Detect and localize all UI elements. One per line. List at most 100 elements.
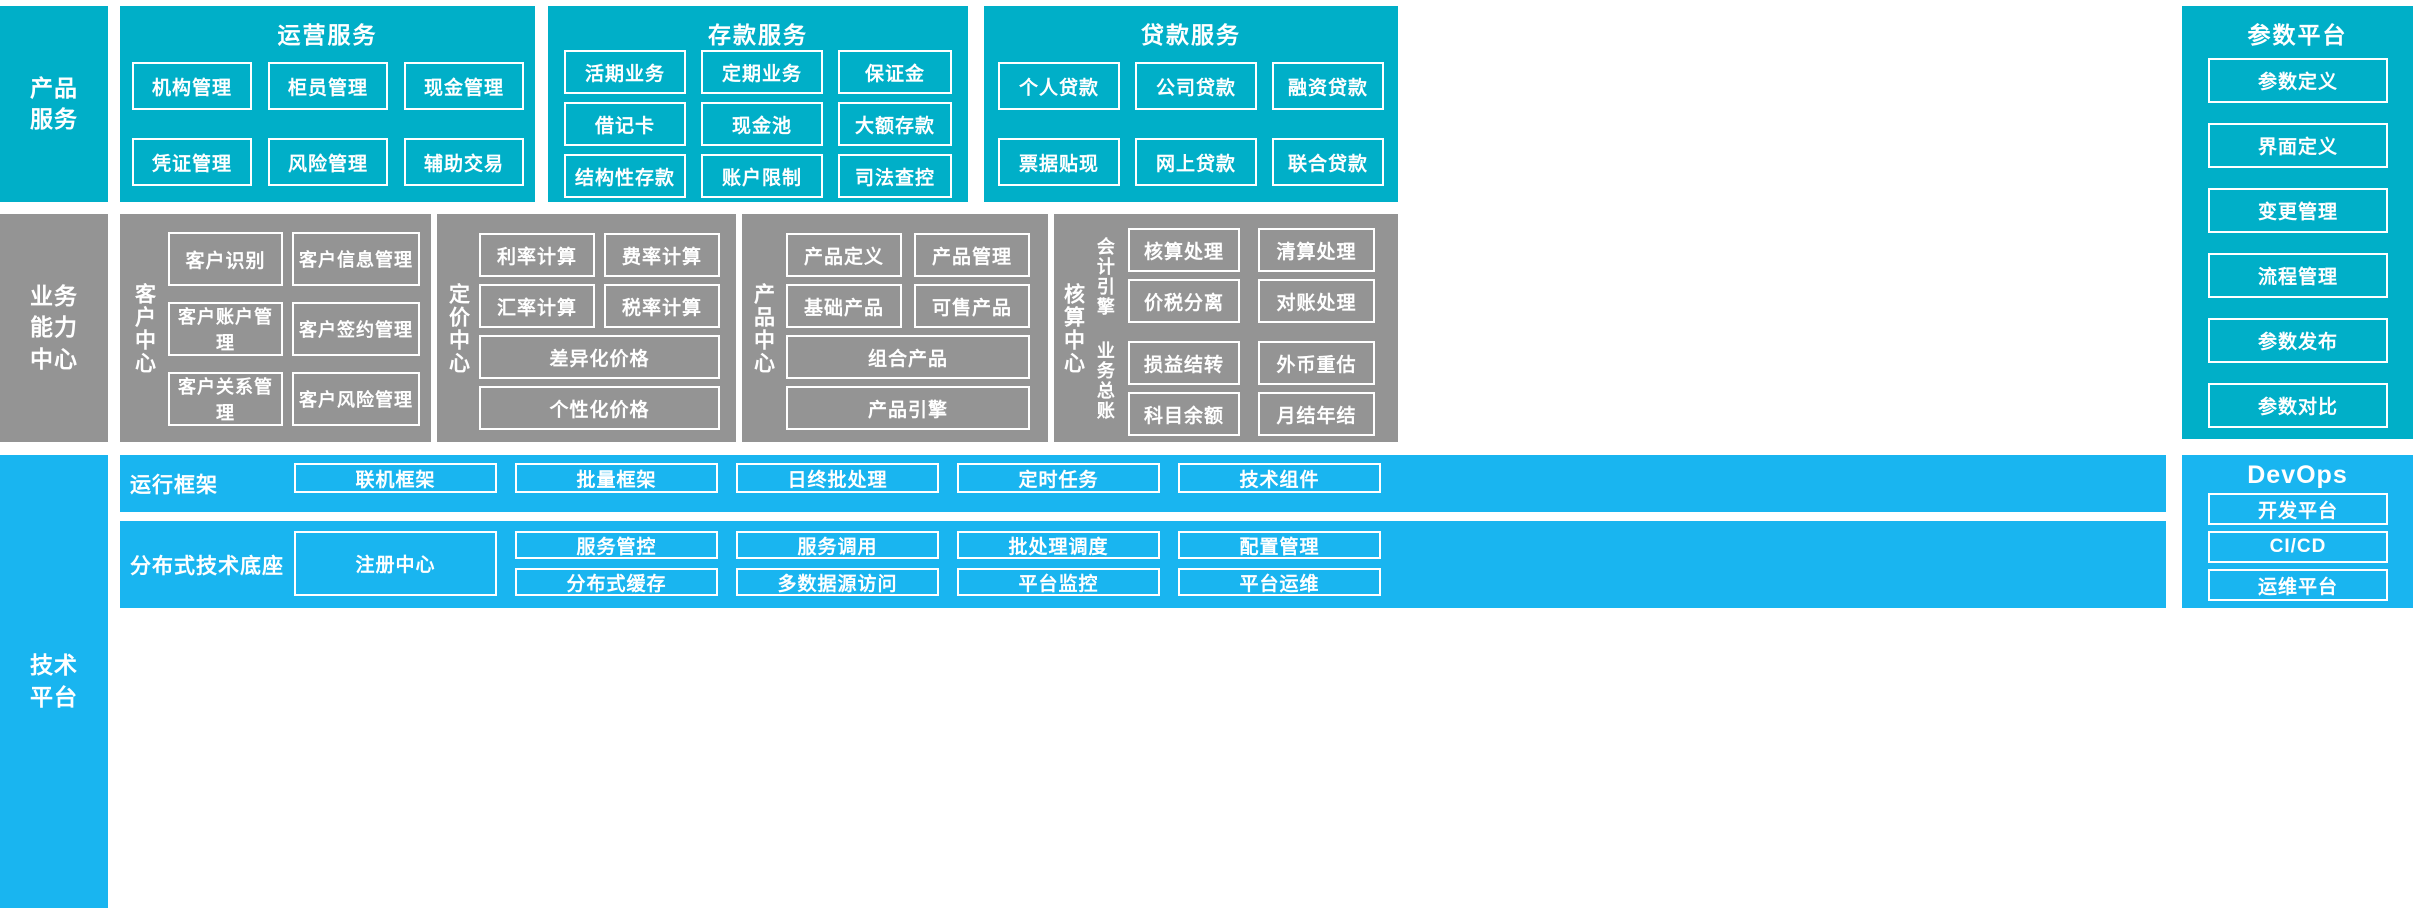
capability-box[interactable]: 变更管理 xyxy=(2208,188,2388,233)
band-distributed-base: 分布式技术底座 注册中心 服务管控 服务调用 批处理调度 配置管理 分布式缓存 … xyxy=(120,521,2166,608)
capability-box[interactable]: 融资贷款 xyxy=(1272,62,1384,110)
capability-box[interactable]: 账户限制 xyxy=(701,154,823,198)
capability-box[interactable]: 产品引擎 xyxy=(786,386,1030,430)
capability-box[interactable]: 配置管理 xyxy=(1178,531,1381,559)
row-label-line-1: 技术 xyxy=(30,652,78,679)
side-label-customer-center: 客户中心 xyxy=(132,283,156,375)
row-label-line-2: 服务 xyxy=(30,106,78,132)
capability-box[interactable]: 流程管理 xyxy=(2208,253,2388,298)
caption-runtime-framework: 运行框架 xyxy=(130,473,218,497)
capability-box[interactable]: 风险管理 xyxy=(268,138,388,186)
row-label-line-2: 能力 xyxy=(30,314,78,341)
capability-box[interactable]: 柜员管理 xyxy=(268,62,388,110)
capability-box[interactable]: 现金池 xyxy=(701,102,823,146)
row-label-line-2: 平台 xyxy=(30,683,78,710)
side-label-accounting-center: 核算中心 xyxy=(1061,283,1085,375)
capability-box[interactable]: 批量框架 xyxy=(515,463,718,493)
capability-box[interactable]: 个性化价格 xyxy=(479,386,720,430)
capability-box[interactable]: 机构管理 xyxy=(132,62,252,110)
group-accounting-center: 核算中心 会计引擎 业务总账 核算处理 清算处理 价税分离 对账处理 损益结转 … xyxy=(1054,214,1398,442)
capability-box[interactable]: 损益结转 xyxy=(1128,341,1240,385)
capability-box[interactable]: CI/CD xyxy=(2208,531,2388,563)
row-label-business-capability: 业务 能力 中心 xyxy=(0,214,108,442)
capability-box[interactable]: 核算处理 xyxy=(1128,228,1240,272)
side-label-pricing-center: 定价中心 xyxy=(446,283,470,375)
capability-box[interactable]: 参数对比 xyxy=(2208,383,2388,428)
capability-box[interactable]: 客户关系管理 xyxy=(168,372,283,426)
capability-box[interactable]: 外币重估 xyxy=(1258,341,1375,385)
capability-box[interactable]: 个人贷款 xyxy=(998,62,1120,110)
capability-box[interactable]: 结构性存款 xyxy=(564,154,686,198)
caption-distributed-base: 分布式技术底座 xyxy=(130,554,284,578)
capability-box[interactable]: 平台监控 xyxy=(957,568,1160,596)
capability-box[interactable]: 差异化价格 xyxy=(479,335,720,379)
capability-box[interactable]: 税率计算 xyxy=(604,284,720,328)
capability-box[interactable]: 网上贷款 xyxy=(1135,138,1257,186)
capability-box[interactable]: 组合产品 xyxy=(786,335,1030,379)
capability-box[interactable]: 分布式缓存 xyxy=(515,568,718,596)
group-deposit-service: 存款服务 活期业务 定期业务 保证金 借记卡 现金池 大额存款 结构性存款 账户… xyxy=(548,6,968,202)
group-title-deposit: 存款服务 xyxy=(708,22,808,48)
capability-box[interactable]: 辅助交易 xyxy=(404,138,524,186)
capability-box[interactable]: 价税分离 xyxy=(1128,279,1240,323)
capability-box[interactable]: 客户信息管理 xyxy=(292,232,420,286)
capability-box[interactable]: 月结年结 xyxy=(1258,392,1375,436)
capability-box[interactable]: 技术组件 xyxy=(1178,463,1381,493)
capability-box[interactable]: 费率计算 xyxy=(604,233,720,277)
capability-box[interactable]: 司法查控 xyxy=(838,154,952,198)
side-label-product-center: 产品中心 xyxy=(751,283,775,375)
capability-box[interactable]: 界面定义 xyxy=(2208,123,2388,168)
capability-box[interactable]: 公司贷款 xyxy=(1135,62,1257,110)
capability-box[interactable]: 客户账户管理 xyxy=(168,302,283,356)
row-label-technical-platform: 技术 平台 xyxy=(0,455,108,908)
capability-box[interactable]: 客户风险管理 xyxy=(292,372,420,426)
capability-box[interactable]: 联机框架 xyxy=(294,463,497,493)
group-parameter-platform: 参数平台 参数定义 界面定义 变更管理 流程管理 参数发布 参数对比 xyxy=(2182,6,2413,439)
group-customer-center: 客户中心 客户识别 客户信息管理 客户账户管理 客户签约管理 客户关系管理 客户… xyxy=(120,214,431,442)
capability-box[interactable]: 活期业务 xyxy=(564,50,686,94)
capability-box[interactable]: 保证金 xyxy=(838,50,952,94)
group-title-devops: DevOps xyxy=(2247,461,2348,489)
capability-box[interactable]: 日终批处理 xyxy=(736,463,939,493)
side-label-general-ledger: 业务总账 xyxy=(1094,341,1115,421)
capability-box[interactable]: 凭证管理 xyxy=(132,138,252,186)
group-title-parameter-platform: 参数平台 xyxy=(2247,22,2348,48)
capability-box[interactable]: 平台运维 xyxy=(1178,568,1381,596)
capability-box[interactable]: 客户签约管理 xyxy=(292,302,420,356)
capability-box[interactable]: 定时任务 xyxy=(957,463,1160,493)
group-devops: DevOps 开发平台 CI/CD 运维平台 xyxy=(2182,455,2413,608)
capability-box[interactable]: 服务管控 xyxy=(515,531,718,559)
side-label-accounting-engine: 会计引擎 xyxy=(1094,237,1115,317)
group-title-loan: 贷款服务 xyxy=(1141,22,1241,48)
capability-box[interactable]: 参数定义 xyxy=(2208,58,2388,103)
capability-box[interactable]: 运维平台 xyxy=(2208,569,2388,601)
capability-box[interactable]: 开发平台 xyxy=(2208,493,2388,525)
capability-box[interactable]: 产品管理 xyxy=(914,233,1030,277)
capability-box[interactable]: 批处理调度 xyxy=(957,531,1160,559)
capability-box-registry[interactable]: 注册中心 xyxy=(294,531,497,596)
capability-box[interactable]: 利率计算 xyxy=(479,233,595,277)
capability-box[interactable]: 参数发布 xyxy=(2208,318,2388,363)
row-label-line-1: 产品 xyxy=(30,74,78,101)
capability-box[interactable]: 联合贷款 xyxy=(1272,138,1384,186)
capability-box[interactable]: 可售产品 xyxy=(914,284,1030,328)
capability-box[interactable]: 服务调用 xyxy=(736,531,939,559)
capability-box[interactable]: 票据贴现 xyxy=(998,138,1120,186)
capability-box[interactable]: 定期业务 xyxy=(701,50,823,94)
capability-box[interactable]: 科目余额 xyxy=(1128,392,1240,436)
band-runtime-framework: 运行框架 联机框架 批量框架 日终批处理 定时任务 技术组件 xyxy=(120,455,2166,512)
capability-box[interactable]: 大额存款 xyxy=(838,102,952,146)
row-label-line-1: 业务 xyxy=(30,283,78,310)
capability-box[interactable]: 多数据源访问 xyxy=(736,568,939,596)
capability-box[interactable]: 客户识别 xyxy=(168,232,283,286)
capability-box[interactable]: 借记卡 xyxy=(564,102,686,146)
capability-box[interactable]: 清算处理 xyxy=(1258,228,1375,272)
group-loan-service: 贷款服务 个人贷款 公司贷款 融资贷款 票据贴现 网上贷款 联合贷款 xyxy=(984,6,1398,202)
capability-box[interactable]: 汇率计算 xyxy=(479,284,595,328)
capability-box[interactable]: 基础产品 xyxy=(786,284,902,328)
capability-box[interactable]: 对账处理 xyxy=(1258,279,1375,323)
group-operations-service: 运营服务 机构管理 柜员管理 现金管理 凭证管理 风险管理 辅助交易 xyxy=(120,6,535,202)
capability-box[interactable]: 现金管理 xyxy=(404,62,524,110)
capability-box[interactable]: 产品定义 xyxy=(786,233,902,277)
